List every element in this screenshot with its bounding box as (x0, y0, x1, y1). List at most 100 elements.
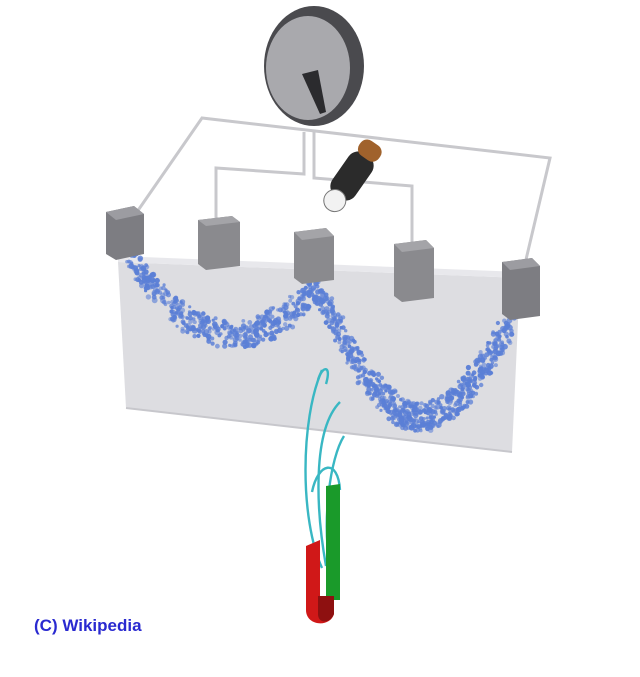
particle (361, 358, 366, 363)
particle (256, 315, 262, 321)
gauge-face (266, 16, 350, 120)
particle (151, 290, 158, 296)
particle (428, 425, 434, 430)
particle (379, 408, 383, 412)
particle (337, 329, 342, 333)
particle (436, 397, 441, 401)
particle (428, 400, 433, 405)
particle (248, 334, 253, 340)
inner-wire-left (214, 132, 306, 220)
particle (403, 404, 408, 409)
particle (253, 327, 257, 332)
particle (409, 419, 415, 425)
tank-edge (125, 407, 513, 453)
particle (172, 305, 177, 310)
particle (339, 325, 344, 330)
particle (145, 275, 150, 281)
particle (392, 404, 397, 409)
particle (471, 394, 475, 399)
particle (342, 334, 348, 341)
particle (343, 348, 347, 353)
electrode-3 (294, 228, 334, 284)
particle (207, 329, 212, 334)
particle (473, 362, 479, 367)
particle (503, 326, 509, 331)
particle (451, 409, 456, 414)
electrode-2 (198, 216, 240, 270)
particle (268, 306, 274, 312)
particle (233, 343, 238, 348)
particle (132, 265, 139, 271)
battery (323, 139, 382, 213)
particle (445, 392, 451, 398)
particle (150, 284, 156, 289)
particle (460, 395, 465, 400)
particle (432, 415, 436, 419)
particle (247, 320, 253, 325)
electrodes (106, 206, 540, 320)
particle (457, 383, 464, 390)
particle (484, 352, 490, 358)
particle (489, 371, 494, 375)
particle (394, 407, 400, 412)
particle (396, 417, 402, 422)
particle (447, 414, 452, 419)
particle (268, 325, 273, 330)
particle (492, 356, 499, 363)
electrode-5 (502, 258, 540, 320)
particle (192, 334, 197, 339)
particle (234, 332, 240, 338)
particle (262, 324, 267, 328)
particle (473, 381, 478, 386)
particle (489, 357, 494, 362)
particle (473, 375, 478, 381)
particle (255, 324, 259, 328)
particle (305, 290, 310, 295)
particle (375, 378, 381, 383)
particle (355, 380, 361, 386)
particle (465, 364, 471, 371)
particle (493, 363, 498, 368)
particle (358, 374, 363, 379)
particle (386, 416, 392, 422)
particle (465, 400, 470, 404)
particle (467, 385, 473, 390)
particle (198, 323, 204, 329)
particle (382, 402, 388, 408)
particle (478, 377, 482, 381)
particle (300, 287, 306, 294)
particle (443, 413, 448, 419)
particle (226, 325, 232, 330)
particle (396, 394, 400, 398)
particle (347, 350, 352, 356)
electrode-4 (394, 240, 434, 302)
particle (401, 407, 406, 412)
particle (320, 309, 326, 316)
particle (315, 284, 320, 289)
particle (362, 369, 367, 374)
particle (379, 395, 385, 401)
particle (422, 408, 427, 413)
particle (213, 316, 218, 321)
particle (356, 352, 361, 356)
particle (196, 327, 202, 333)
particle (327, 299, 334, 306)
particle (422, 417, 426, 421)
particle (461, 405, 465, 410)
particle (269, 333, 275, 339)
particle (465, 376, 471, 382)
particle (186, 326, 190, 331)
particle (371, 371, 376, 377)
particle (360, 365, 366, 371)
particle (329, 296, 335, 301)
particle (302, 313, 306, 317)
particle (144, 264, 150, 270)
particle (148, 278, 152, 282)
particle (222, 339, 228, 345)
particle (283, 302, 288, 307)
particle (366, 386, 372, 392)
particle (254, 332, 260, 338)
particle (376, 402, 382, 408)
particle (145, 285, 151, 291)
